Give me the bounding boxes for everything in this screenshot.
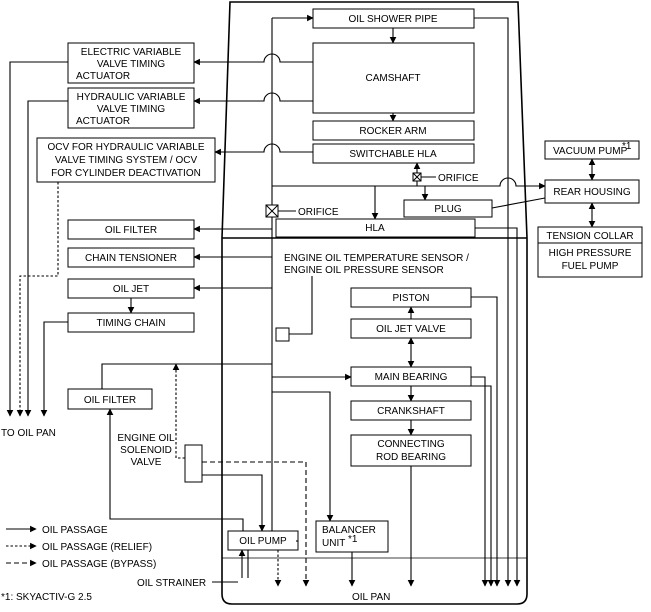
svg-text:VALVE TIMING SYSTEM / OCV: VALVE TIMING SYSTEM / OCV [55,155,198,166]
piston-box: PISTON [350,287,472,308]
svg-text:ACTUATOR: ACTUATOR [76,116,130,127]
plug-box: PLUG [403,199,493,218]
balancer-unit-box: BALANCER UNIT *1 [315,520,389,553]
vacuum-pump-box: VACUUM PUMP *1 [544,140,640,160]
switchable-hla-box: SWITCHABLE HLA [312,143,475,164]
svg-text:ELECTRIC VARIABLE: ELECTRIC VARIABLE [81,47,182,58]
to-oil-pan-label: TO OIL PAN [1,428,56,439]
bypass-passages [202,461,310,587]
timing-chain-box: TIMING CHAIN [67,312,195,333]
svg-text:VALVE: VALVE [131,457,162,468]
main-bearing-box: MAIN BEARING [350,366,472,387]
rocker-arm-box: ROCKER ARM [312,120,475,141]
svg-text:ORIFICE: ORIFICE [298,207,339,218]
svg-text:BALANCER: BALANCER [322,525,376,536]
svg-text:FOR CYLINDER DEACTIVATION: FOR CYLINDER DEACTIVATION [51,168,201,179]
legend: OIL PASSAGE OIL PASSAGE (RELIEF) OIL PAS… [6,525,156,570]
crankshaft-box: CRANKSHAFT [350,400,472,421]
relief-passages [16,182,282,587]
sensor-label: ENGINE OIL TEMPERATURE SENSOR / ENGINE O… [284,253,469,276]
svg-text:*1: *1 [622,141,632,152]
main-oil-passages [6,14,596,587]
orifice-upper: ORIFICE [412,172,479,184]
oil-strainer-label: OIL STRAINER [137,578,238,589]
svg-text:OCV FOR HYDRAULIC VARIABLE: OCV FOR HYDRAULIC VARIABLE [47,142,204,153]
oil-shower-pipe-box: OIL SHOWER PIPE [312,8,475,29]
svg-text:ROD BEARING: ROD BEARING [376,452,446,463]
svg-text:FUEL PUMP: FUEL PUMP [562,261,619,272]
camshaft-box: CAMSHAFT [312,42,475,114]
svg-text:VALVE TIMING: VALVE TIMING [97,104,166,115]
svg-text:TENSION COLLAR: TENSION COLLAR [546,231,633,242]
svg-text:UNIT: UNIT [322,538,345,549]
svg-text:MAIN BEARING: MAIN BEARING [375,372,448,383]
solenoid-valve-label: ENGINE OIL SOLENOID VALVE [117,433,175,468]
svg-text:VALVE TIMING: VALVE TIMING [97,59,166,70]
svg-text:CRANKSHAFT: CRANKSHAFT [377,406,445,417]
svg-text:OIL FILTER: OIL FILTER [84,395,136,406]
solenoid-valve-symbol [184,444,203,483]
svg-text:HYDRAULIC VARIABLE: HYDRAULIC VARIABLE [77,92,186,103]
svg-text:PLUG: PLUG [434,204,461,215]
oil-filter-lower-box: OIL FILTER [67,388,153,410]
oil-jet-box: OIL JET [67,278,195,299]
svg-text:CHAIN TENSIONER: CHAIN TENSIONER [85,253,177,264]
tension-collar-box: TENSION COLLAR HIGH PRESSURE FUEL PUMP [537,226,643,278]
ocv-box: OCV FOR HYDRAULIC VARIABLE VALVE TIMING … [36,137,216,183]
svg-text:TIMING CHAIN: TIMING CHAIN [97,318,166,329]
footnote: *1: SKYACTIV-G 2.5 [1,592,92,603]
svg-text:ENGINE OIL TEMPERATURE SENSOR: ENGINE OIL TEMPERATURE SENSOR / [284,253,469,264]
sensor-symbol [275,327,290,342]
electric-vvt-box: ELECTRIC VARIABLE VALVE TIMING ACTUATOR [67,42,195,84]
svg-text:SWITCHABLE HLA: SWITCHABLE HLA [349,149,437,160]
svg-text:HLA: HLA [365,223,385,234]
svg-text:VACUUM PUMP: VACUUM PUMP [553,146,628,157]
svg-text:CAMSHAFT: CAMSHAFT [366,73,421,84]
svg-text:OIL JET VALVE: OIL JET VALVE [376,324,446,335]
svg-text:OIL STRAINER: OIL STRAINER [137,578,206,589]
svg-text:ORIFICE: ORIFICE [438,173,479,184]
chain-tensioner-box: CHAIN TENSIONER [67,247,195,268]
svg-text:CONNECTING: CONNECTING [377,439,444,450]
hla-box: HLA [275,218,476,238]
svg-text:ENGINE OIL PRESSURE SENSOR: ENGINE OIL PRESSURE SENSOR [284,265,444,276]
svg-text:OIL SHOWER PIPE: OIL SHOWER PIPE [348,14,437,25]
oil-pan-label: OIL PAN [352,592,390,603]
engine-outline [221,1,528,605]
svg-text:*1: *1 [348,534,358,545]
svg-text:ROCKER ARM: ROCKER ARM [359,126,426,137]
svg-text:PISTON: PISTON [392,293,429,304]
svg-text:ENGINE OIL: ENGINE OIL [117,433,175,444]
svg-text:SOLENOID: SOLENOID [120,445,172,456]
orifice-lower: ORIFICE [265,204,339,218]
oil-pump-box: OIL PUMP [227,530,299,551]
legend-bypass: OIL PASSAGE (BYPASS) [42,559,156,570]
oil-jet-valve-box: OIL JET VALVE [350,318,472,339]
rear-housing-box: REAR HOUSING [544,179,640,204]
svg-text:OIL JET: OIL JET [113,284,149,295]
svg-text:OIL PUMP: OIL PUMP [239,536,287,547]
hydraulic-vvt-box: HYDRAULIC VARIABLE VALVE TIMING ACTUATOR [67,87,195,129]
legend-relief: OIL PASSAGE (RELIEF) [42,542,152,553]
svg-text:HIGH PRESSURE: HIGH PRESSURE [549,248,632,259]
svg-text:REAR HOUSING: REAR HOUSING [553,187,630,198]
oil-filter-upper-box: OIL FILTER [67,219,195,240]
svg-text:OIL FILTER: OIL FILTER [105,225,157,236]
connecting-rod-bearing-box: CONNECTING ROD BEARING [350,434,472,467]
svg-text:ACTUATOR: ACTUATOR [76,71,130,82]
legend-oil-passage: OIL PASSAGE [42,525,108,536]
